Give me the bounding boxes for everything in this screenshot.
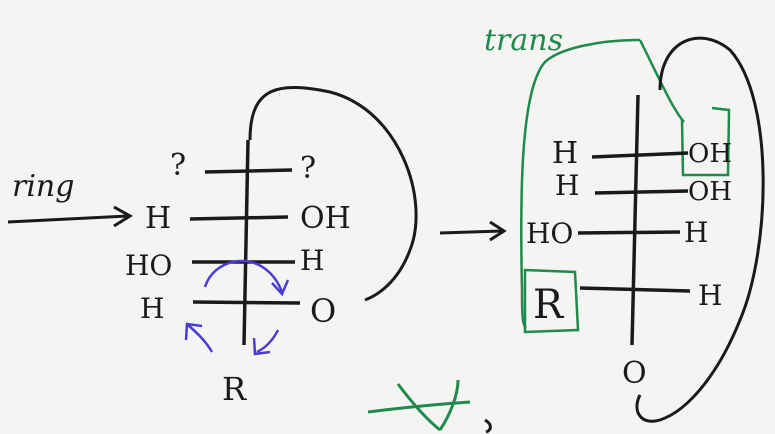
right-bond-4	[579, 286, 691, 293]
right-row4-left: R	[533, 282, 565, 328]
right-bottom-label: O	[622, 356, 647, 391]
ring-label: ring	[12, 169, 74, 204]
right-row1-right: OH	[688, 139, 732, 169]
green-loop-link	[638, 39, 685, 123]
left-row1-right: ?	[300, 151, 316, 186]
left-bond-2	[189, 215, 289, 221]
left-bond-1	[204, 168, 293, 174]
left-bottom-label: R	[222, 370, 247, 408]
right-bond-3	[577, 230, 681, 235]
left-row2-right: OH	[300, 201, 351, 236]
rotation-arrow-top-head	[271, 279, 290, 297]
right-structure: trans H OH H OH HO H R H O	[484, 23, 765, 423]
left-ring-curve	[248, 86, 418, 302]
rotation-arrow-top	[203, 259, 284, 293]
right-row3-right: H	[684, 216, 708, 249]
right-backbone	[630, 94, 640, 346]
left-bond-4	[192, 300, 301, 305]
reaction-arrow	[439, 220, 507, 242]
green-box-oh	[680, 106, 731, 177]
right-row1-left: H	[552, 136, 578, 171]
left-row3-right: H	[300, 244, 324, 277]
right-bond-1	[591, 151, 689, 159]
green-symbol-bottom	[367, 379, 492, 434]
left-row1-left: ?	[170, 148, 186, 183]
ring-arrow-shaft	[7, 214, 129, 224]
left-row3-left: HO	[125, 249, 172, 282]
left-row4-left: H	[140, 292, 164, 325]
left-backbone	[242, 139, 250, 346]
left-row2-left: H	[145, 201, 171, 236]
rotation-arrow-left	[187, 324, 214, 353]
trans-label: trans	[484, 23, 563, 58]
rotation-arrow-right	[256, 329, 280, 354]
right-row2-left: H	[555, 169, 579, 202]
reaction-arrow-shaft	[439, 229, 503, 235]
right-row4-right: H	[698, 279, 722, 312]
ring-arrow-head	[113, 205, 133, 228]
left-row4-right: O	[310, 292, 336, 330]
reaction-arrow-head	[489, 220, 507, 242]
left-structure: ring ? ? H OH HO H H O R	[7, 86, 418, 408]
rotation-arrow-left-head	[184, 322, 203, 341]
right-ring-curve	[635, 36, 765, 423]
right-bond-2	[594, 189, 689, 195]
right-row2-right: OH	[688, 177, 732, 207]
right-row3-left: HO	[526, 217, 573, 250]
rotation-arrow-right-head	[252, 337, 271, 356]
green-box-r	[523, 268, 580, 334]
green-loop-left	[519, 38, 641, 329]
